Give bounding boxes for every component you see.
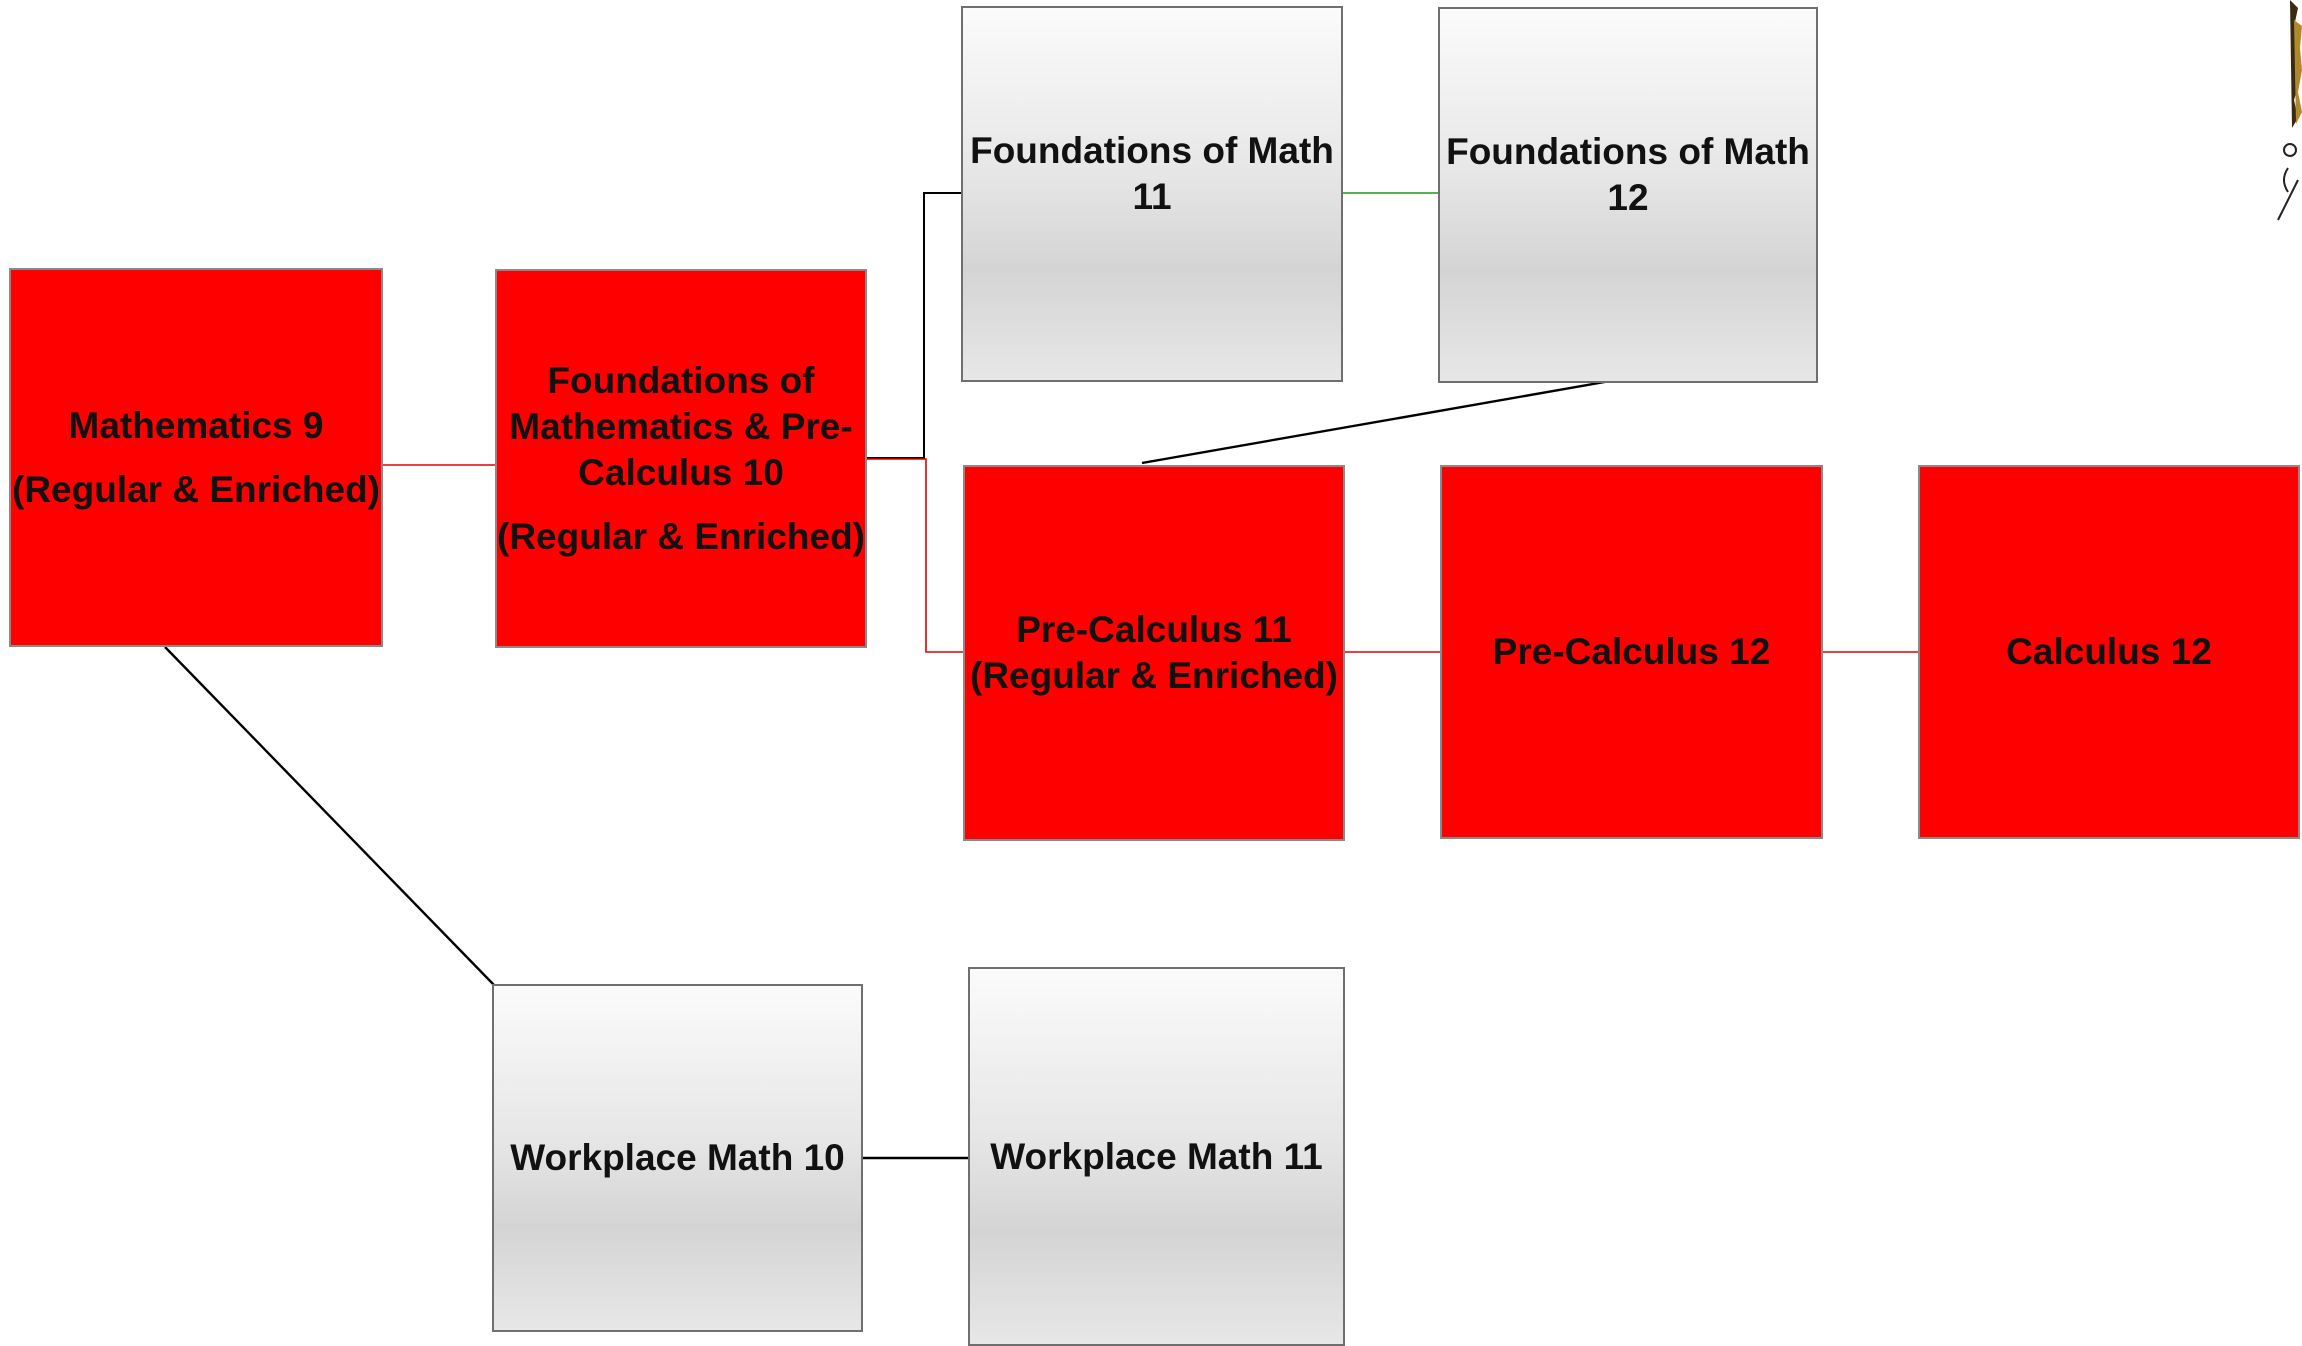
course-title: Calculus 12: [2006, 631, 2212, 672]
course-box-foundations-of-math-11: Foundations of Math 11: [961, 6, 1343, 382]
course-title: Workplace Math 10: [510, 1137, 845, 1178]
course-box-calculus-12: Calculus 12: [1918, 465, 2300, 839]
course-subtitle: (Regular & Enriched): [497, 515, 865, 557]
clipart-fragment-icon: [2277, 0, 2302, 221]
connector-fm12-pc11: [1141, 378, 1617, 465]
course-subtitle: (Regular & Enriched): [12, 468, 380, 510]
connector-fmpc10-fm11: [867, 192, 961, 459]
connector-math9-wm10: [164, 646, 495, 986]
course-title: Foundations of Math 11: [970, 130, 1334, 217]
course-title: Mathematics 9: [68, 404, 324, 446]
course-box-mathematics-9: Mathematics 9 (Regular & Enriched): [9, 268, 383, 647]
course-subtitle: (Regular & Enriched): [970, 655, 1338, 696]
course-box-workplace-math-11: Workplace Math 11: [968, 967, 1345, 1346]
course-box-pre-calculus-11: Pre-Calculus 11 (Regular & Enriched): [963, 465, 1345, 841]
course-title: Workplace Math 11: [990, 1135, 1323, 1177]
course-box-foundations-precalculus-10: Foundations of Mathematics & Pre-Calculu…: [495, 269, 867, 648]
course-title: Pre-Calculus 12: [1492, 631, 1771, 672]
course-title: Pre-Calculus 11: [1016, 609, 1292, 650]
course-box-foundations-of-math-12: Foundations of Math 12: [1438, 7, 1818, 383]
course-title: Foundations of Mathematics & Pre-Calculu…: [509, 359, 853, 493]
course-box-workplace-math-10: Workplace Math 10: [492, 984, 863, 1332]
course-box-pre-calculus-12: Pre-Calculus 12: [1440, 465, 1823, 839]
course-title: Foundations of Math 12: [1446, 131, 1810, 218]
connector-fmpc10-pc11: [867, 458, 963, 653]
